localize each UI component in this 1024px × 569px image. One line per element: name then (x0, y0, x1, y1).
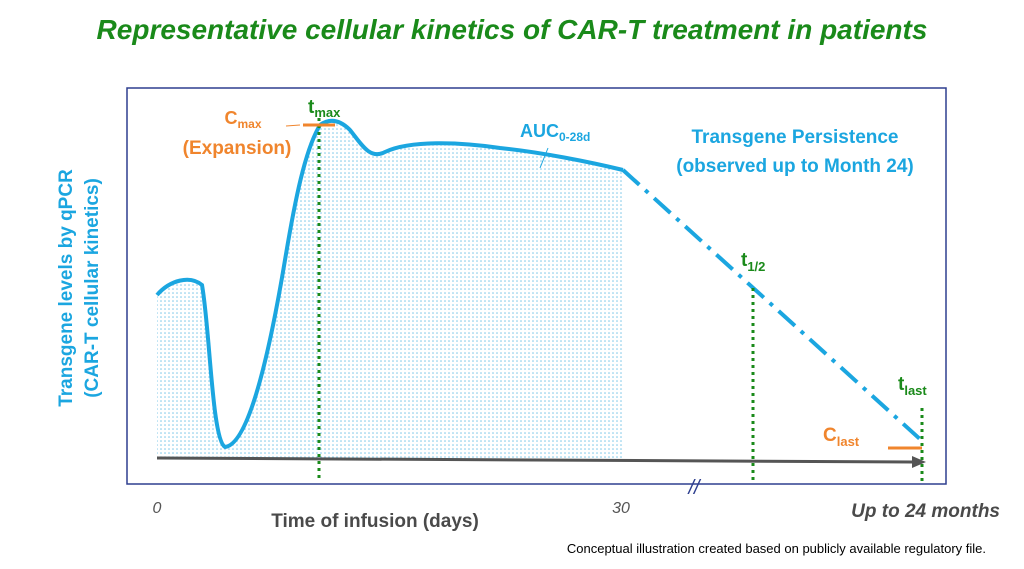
tmax-label: tmax (308, 97, 341, 120)
cmax-pointer (285, 124, 301, 127)
time-axis (156, 456, 913, 464)
x-tick-30: 30 (612, 500, 630, 517)
auc-area (157, 120, 623, 460)
y-axis-label-line1: Transgene levels by qPCR (56, 169, 77, 407)
plot-frame (126, 87, 947, 485)
y-axis-label-line2: (CAR-T cellular kinetics) (82, 178, 103, 398)
cmax-label: Cmax (224, 108, 261, 131)
chart-title: Representative cellular kinetics of CAR-… (96, 14, 928, 45)
auc-label: AUC0-28d (520, 121, 590, 144)
time-axis-arrowhead (912, 456, 926, 468)
axis-break-mark: // (686, 477, 702, 499)
footnote: Conceptual illustration created based on… (566, 541, 986, 556)
tlast-label: tlast (898, 374, 927, 398)
x-axis-label: Time of infusion (days) (271, 511, 479, 532)
x-tick-0: 0 (153, 500, 162, 517)
cmax-expansion-label: (Expansion) (183, 138, 292, 159)
persistence-label-line2: (observed up to Month 24) (676, 156, 914, 177)
thalf-label: t1/2 (741, 250, 765, 274)
clast-label: Clast (823, 425, 860, 449)
auc-pointer (539, 147, 549, 169)
x-axis-end-label: Up to 24 months (851, 501, 1000, 522)
persistence-line (621, 168, 923, 442)
expansion-curve (155, 118, 624, 450)
persistence-label-line1: Transgene Persistence (692, 127, 899, 148)
